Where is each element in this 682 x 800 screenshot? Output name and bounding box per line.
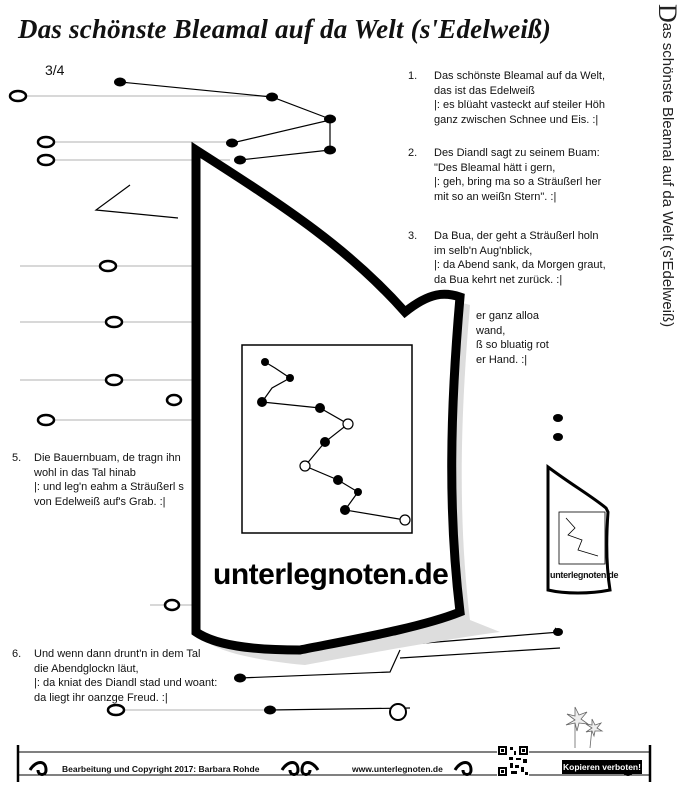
verse-line: die Abendglockn läut,	[34, 662, 139, 675]
verse-4-partial: er ganz alloa wand, ß so bluatig rot er …	[476, 309, 549, 367]
verse-line: |: da kniat des Diandl stad und woant:	[34, 677, 218, 689]
verse-line: Des Diandl sagt zu seinem Buam:	[434, 147, 600, 159]
watermark-logo-small: unterlegnoten.de	[550, 570, 619, 580]
edelweiss-flower	[565, 706, 604, 749]
verse-line: |: geh, bring ma so a Sträußerl her	[434, 176, 602, 188]
verse-line: Da Bua, der geht a Sträußerl holn	[434, 230, 599, 242]
verse-line: das ist das Edelweiß	[434, 84, 535, 97]
note-heads	[114, 77, 563, 715]
song-title: Das schönste Bleamal auf da Welt (s'Edel…	[18, 14, 552, 44]
verse-line: Das schönste Bleamal auf da Welt,	[434, 70, 605, 82]
footer-credit: Bearbeitung und Copyright 2017: Barbara …	[62, 764, 260, 774]
verse-line: |: es blüaht vasteckt auf steiler Höh	[434, 99, 605, 111]
side-title-rest: as schönste Bleamal auf da Welt (s'Edelw…	[659, 22, 676, 328]
verse-line: Die Bauernbuam, de tragn ihn	[34, 452, 181, 464]
qr-code-icon	[497, 745, 529, 777]
time-signature: 3/4	[45, 62, 65, 78]
footer-url[interactable]: www.unterlegnoten.de	[352, 764, 443, 774]
side-title-initial: D	[653, 4, 682, 23]
verse-line: da liegt ihr oanzge Freud. :|	[34, 691, 168, 704]
verse-line: wand,	[476, 324, 506, 337]
verse-line: |: da Abend sank, da Morgen graut,	[434, 259, 606, 271]
verse-line: |: und leg'n eahm a Sträußerl s	[34, 481, 184, 493]
verse-line: ganz zwischen Schnee und Eis. :|	[434, 113, 599, 126]
copy-forbidden-badge: Kopieren verboten!	[562, 760, 642, 774]
treble-ornament	[8, 89, 183, 717]
verse-line: Und wenn dann drunt'n in dem Tal	[34, 648, 201, 660]
watermark-logo: unterlegnoten.de	[213, 558, 449, 591]
verse-line: er Hand. :|	[476, 353, 528, 366]
verse-line: im selb'n Aug'nblick,	[434, 244, 533, 257]
verse-line: "Des Bleamal hätt i gern,	[434, 161, 556, 174]
verse-line: da Bua kehrt net zurück. :|	[434, 273, 563, 286]
verse-line: mit so an weißn Stern". :|	[434, 190, 557, 203]
verse-line: von Edelweiß auf's Grab. :|	[34, 495, 166, 508]
verse-line: wohl in das Tal hinab	[34, 466, 136, 479]
verse-line: er ganz alloa	[476, 310, 539, 322]
verse-line: ß so bluatig rot	[476, 339, 549, 351]
side-title: Das schönste Bleamal auf da Welt (s'Edel…	[653, 4, 682, 374]
